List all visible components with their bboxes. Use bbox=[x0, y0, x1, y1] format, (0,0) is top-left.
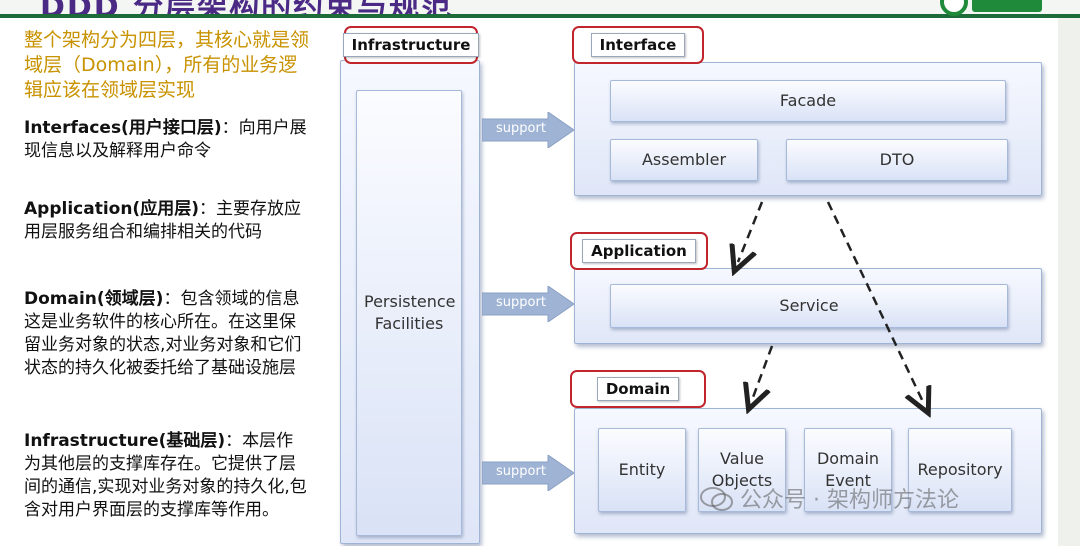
application-label-text: Application bbox=[582, 239, 696, 263]
domain-event-label: Domain Event bbox=[816, 449, 880, 490]
interface-label-text: Interface bbox=[590, 33, 686, 57]
intro-text: 整个架构分为四层，其核心就是领域层（Domain），所有的业务逻辑应该在领域层实… bbox=[24, 29, 310, 101]
arrow-interface-to-application bbox=[738, 201, 764, 262]
support-label: support bbox=[496, 295, 546, 310]
watermark-text: 公众号 · 架构师方法论 bbox=[740, 488, 959, 513]
header-divider bbox=[0, 14, 1080, 18]
arrow-interface-to-repository bbox=[826, 201, 924, 404]
desc-domain: ：包含领域的信息这是业务软件的核心所在。在这里保留业务对象的状态,对业务对象和它… bbox=[24, 289, 302, 378]
support-label: support bbox=[496, 121, 546, 136]
entity-label: Entity bbox=[618, 460, 666, 479]
right-edge bbox=[1058, 18, 1080, 546]
domain-event-box: Domain Event bbox=[804, 428, 892, 512]
support-arrow-interface: support bbox=[481, 111, 575, 149]
persistence-facilities-label: Persistence Facilities bbox=[364, 292, 456, 333]
service-box: Service bbox=[610, 284, 1008, 328]
paragraph-infrastructure: Infrastructure(基础层)：本层作为其他层的支撑库存在。它提供了层间… bbox=[24, 430, 308, 522]
paragraph-domain: Domain(领域层)：包含领域的信息这是业务软件的核心所在。在这里保留业务对象… bbox=[24, 288, 308, 380]
persistence-facilities-box: Persistence Facilities bbox=[356, 90, 462, 536]
desc-interfaces: ：向用户展现信息以及解释用户命令 bbox=[24, 118, 307, 161]
term-interfaces: Interfaces(用户接口层) bbox=[24, 118, 222, 138]
logo-bar bbox=[972, 0, 1042, 12]
term-infrastructure: Infrastructure(基础层) bbox=[24, 431, 226, 451]
infrastructure-label-text: Infrastructure bbox=[342, 33, 480, 57]
support-arrow-icon bbox=[481, 454, 575, 492]
value-objects-label: Value Objects bbox=[711, 449, 773, 490]
desc-application: ：主要存放应用层服务组合和编排相关的代码 bbox=[24, 199, 301, 242]
facade-box: Facade bbox=[610, 80, 1006, 122]
support-arrow-icon bbox=[481, 285, 575, 323]
term-application: Application(应用层) bbox=[24, 199, 199, 219]
repository-label: Repository bbox=[917, 460, 1003, 479]
term-domain: Domain(领域层) bbox=[24, 289, 164, 309]
infrastructure-label: Infrastructure bbox=[342, 26, 480, 64]
support-label: support bbox=[496, 464, 546, 479]
dto-box: DTO bbox=[786, 139, 1008, 181]
repository-box: Repository bbox=[908, 428, 1012, 512]
logo-icon bbox=[940, 0, 968, 16]
paragraph-interfaces: Interfaces(用户接口层)：向用户展现信息以及解释用户命令 bbox=[24, 117, 308, 163]
assembler-label: Assembler bbox=[641, 150, 727, 169]
interface-label: Interface bbox=[572, 26, 704, 64]
application-label: Application bbox=[570, 232, 708, 270]
arrow-application-to-domain bbox=[752, 345, 774, 400]
wechat-icon bbox=[700, 487, 733, 511]
text-panel bbox=[0, 18, 320, 546]
facade-label: Facade bbox=[779, 91, 837, 110]
desc-infrastructure: ：本层作为其他层的支撑库存在。它提供了层间的通信,实现对业务对象的持久化,包含对… bbox=[24, 431, 307, 520]
dto-label: DTO bbox=[879, 150, 915, 169]
domain-label: Domain bbox=[570, 370, 706, 408]
support-arrow-icon bbox=[481, 111, 575, 149]
assembler-box: Assembler bbox=[610, 139, 758, 181]
service-label: Service bbox=[779, 296, 839, 315]
support-arrow-domain: support bbox=[481, 454, 575, 492]
entity-box: Entity bbox=[598, 428, 686, 512]
header-strip bbox=[0, 0, 1080, 18]
domain-label-text: Domain bbox=[596, 377, 680, 401]
support-arrow-application: support bbox=[481, 285, 575, 323]
paragraph-application: Application(应用层)：主要存放应用层服务组合和编排相关的代码 bbox=[24, 198, 308, 244]
